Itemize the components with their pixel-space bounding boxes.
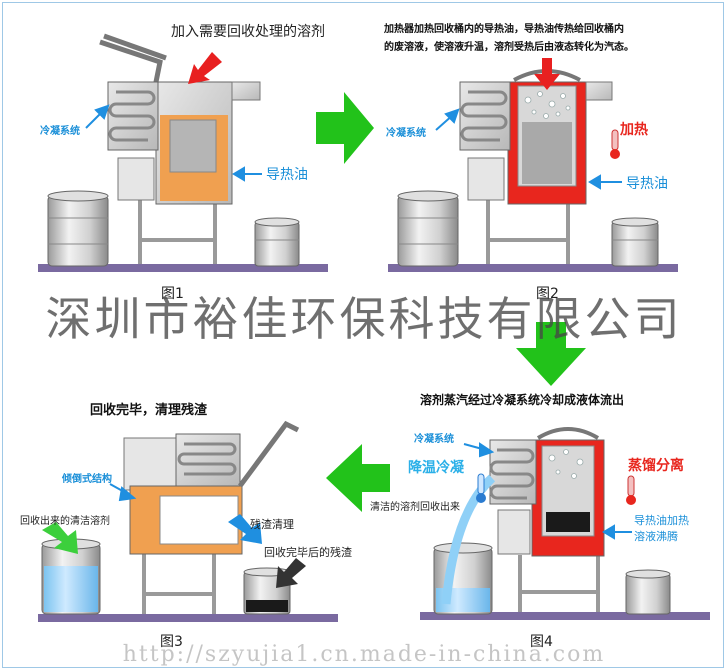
platform <box>420 612 710 620</box>
control-box <box>467 157 505 201</box>
thermometer-icon <box>610 129 620 159</box>
fig4-boil-label-line1: 导热油加热 <box>634 513 689 527</box>
fig2-caption: 图2 <box>536 286 559 302</box>
vapor-bubbles <box>524 91 571 119</box>
condenser <box>489 439 537 505</box>
fig4-distill-label: 蒸馏分离 <box>628 457 684 474</box>
pointer-arrow <box>228 514 262 544</box>
pointer-arrow <box>232 166 262 182</box>
barrel <box>611 217 659 267</box>
fig2-oil-label: 导热油 <box>626 176 668 192</box>
condenser <box>175 433 241 487</box>
url-watermark: http://szyujia1.cn.made-in-china.com <box>122 642 606 667</box>
pointer-arrow <box>435 108 460 131</box>
barrel <box>397 190 459 267</box>
condenser <box>459 81 511 151</box>
pointer-arrow <box>534 58 560 90</box>
fig4-top-text: 溶剂蒸汽经过冷凝系统冷却成液体流出 <box>420 392 624 407</box>
flow-arrow-down <box>516 322 586 386</box>
fig2-heat-label: 加热 <box>619 121 648 138</box>
fig1-caption: 图1 <box>161 286 184 302</box>
machine-stand <box>518 555 600 612</box>
pointer-arrow <box>588 174 622 190</box>
barrel <box>254 217 300 267</box>
fig1-oil-label: 导热油 <box>266 167 308 183</box>
fig2-top-text-line2: 的废溶液，使溶液升温，溶剂受热后由液态转化为汽态。 <box>384 40 634 53</box>
fig4-condenser-label: 冷凝系统 <box>414 432 454 445</box>
flow-arrow-left <box>326 444 390 512</box>
control-box <box>497 509 531 555</box>
fig4-boil-label-line2: 溶液沸腾 <box>634 529 678 543</box>
lid-open <box>237 420 300 488</box>
residue-layer <box>546 512 590 532</box>
solvent-inner-bucket <box>169 119 217 173</box>
machine-stand <box>486 200 570 264</box>
condenser <box>107 81 159 151</box>
platform <box>388 264 678 272</box>
fig4-caption: 图4 <box>530 634 553 650</box>
fig4-outflow-label: 清洁的溶剂回收出来 <box>370 500 460 513</box>
flow-arrow-right <box>316 92 374 164</box>
fig3-slag-label: 残渣清理 <box>250 517 294 531</box>
barrel <box>47 190 109 267</box>
fig2-condenser-label: 冷凝系统 <box>386 126 426 139</box>
fig3-clean-label: 回收出来的清洁溶剂 <box>20 514 110 527</box>
pointer-arrow <box>85 104 110 129</box>
figure-1: 加入需要回收处理的溶剂 冷凝系统 导热油 图1 <box>38 24 328 302</box>
machine-stand <box>138 200 217 264</box>
pointer-arrow <box>602 524 632 540</box>
fig4-cool-label: 降温冷凝 <box>408 459 465 476</box>
vapor-bubbles <box>548 449 584 479</box>
fig3-residue-label: 回收完毕后的残渣 <box>264 545 352 559</box>
thermometer-icon <box>476 473 486 503</box>
control-box <box>117 157 155 201</box>
pointer-arrow <box>463 442 495 458</box>
figure-3: 回收完毕，清理残渣 倾倒式结构 回收出来的清洁溶剂 残渣清理 回收完毕后的残渣 … <box>20 402 352 650</box>
lid-open <box>99 39 163 83</box>
thermometer-icon <box>626 475 636 505</box>
fig1-top-text: 加入需要回收处理的溶剂 <box>171 24 325 40</box>
platform <box>38 614 338 622</box>
pointer-arrow <box>109 483 137 502</box>
lid-closed <box>536 427 600 440</box>
platform <box>38 264 328 272</box>
barrel <box>625 569 671 615</box>
machine-stand <box>142 552 216 614</box>
barrel-clean-solvent <box>41 538 101 615</box>
pointer-arrow <box>188 52 222 84</box>
solvent-liquid <box>522 122 572 184</box>
pointer-arrow <box>42 522 78 554</box>
company-watermark: 深圳市裕佳环保科技有限公司 <box>45 292 683 346</box>
fig3-top-text: 回收完毕，清理残渣 <box>90 402 208 418</box>
fig3-caption: 图3 <box>160 634 183 650</box>
fig3-tilt-label: 倾倒式结构 <box>61 472 112 485</box>
fig1-condenser-label: 冷凝系统 <box>40 124 80 137</box>
tilted-tank <box>129 485 243 555</box>
figure-4: 溶剂蒸汽经过冷凝系统冷却成液体流出 冷凝系统 降温冷凝 蒸馏分离 清洁的溶剂回收… <box>370 392 710 650</box>
figure-2: 加热器加热回收桶内的导热油，导热油传热给回收桶内 的废溶液，使溶液升温，溶剂受热… <box>383 22 678 302</box>
fig2-top-text-line1: 加热器加热回收桶内的导热油，导热油传热给回收桶内 <box>383 22 624 35</box>
pointer-arrow <box>276 558 306 588</box>
